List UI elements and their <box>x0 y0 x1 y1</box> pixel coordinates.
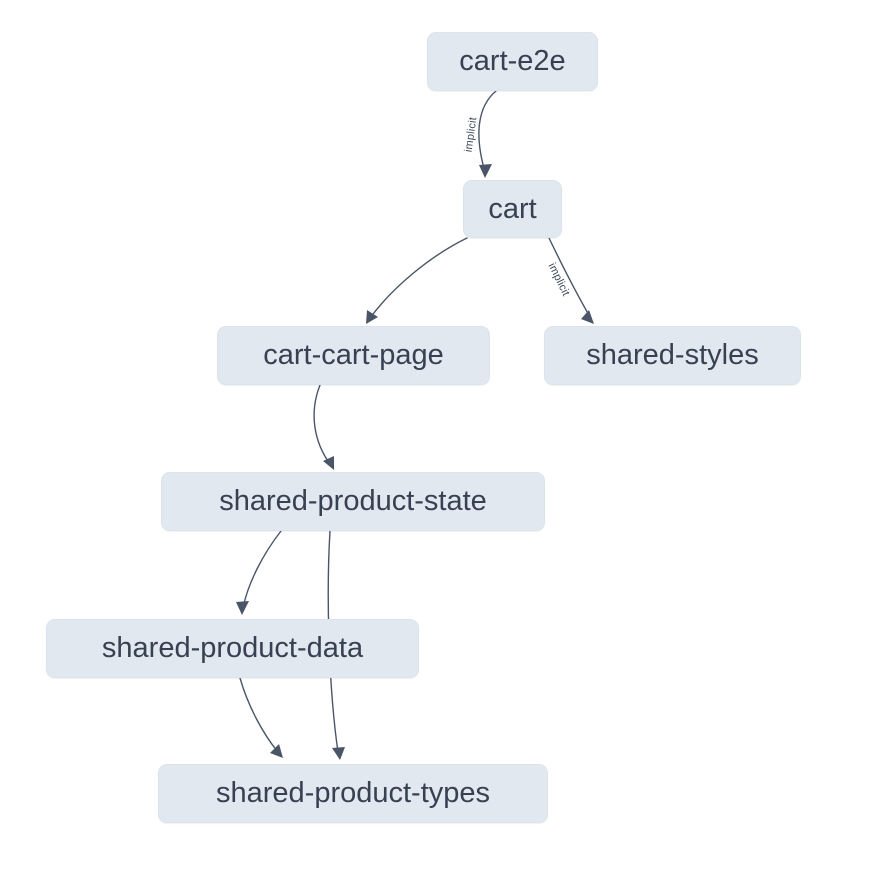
graph-edge-shared-product-data-to-shared-product-types[interactable] <box>239 677 283 758</box>
edge-arrowhead-icon <box>270 744 283 758</box>
graph-node-label: cart-cart-page <box>263 339 444 371</box>
edge-line <box>369 237 468 319</box>
graph-node-cart-e2e[interactable]: cart-e2e <box>427 32 598 91</box>
edge-label: implicit <box>546 261 572 298</box>
edge-arrowhead-icon <box>236 601 249 615</box>
edge-arrowhead-icon <box>366 310 378 324</box>
edge-arrowhead-icon <box>323 456 334 470</box>
edge-arrowhead-icon <box>332 747 345 760</box>
graph-node-shared-styles[interactable]: shared-styles <box>544 326 801 385</box>
graph-node-label: shared-product-state <box>219 485 487 517</box>
edge-line <box>548 237 591 318</box>
edge-arrowhead-icon <box>581 310 594 324</box>
graph-edge-cart-cart-page-to-shared-product-state[interactable] <box>313 384 334 470</box>
graph-node-shared-product-types[interactable]: shared-product-types <box>158 764 548 823</box>
graph-node-shared-product-data[interactable]: shared-product-data <box>46 619 419 678</box>
edge-arrowhead-icon <box>479 164 492 178</box>
edge-line <box>242 530 282 609</box>
edge-line <box>313 384 331 465</box>
graph-node-label: cart <box>488 192 537 225</box>
graph-node-shared-product-state[interactable]: shared-product-state <box>161 472 545 531</box>
graph-node-label: shared-styles <box>586 339 759 371</box>
graph-node-label: shared-product-data <box>101 632 364 664</box>
graph-edge-shared-product-state-to-shared-product-data[interactable] <box>236 530 282 615</box>
graph-node-label: shared-product-types <box>215 777 491 809</box>
graph-edge-cart-to-cart-cart-page[interactable] <box>366 237 468 324</box>
graph-node-cart[interactable]: cart <box>463 180 562 238</box>
graph-node-label: cart-e2e <box>459 45 566 77</box>
edge-label: implicit <box>463 116 480 153</box>
graph-edge-cart-to-shared-styles[interactable]: implicit <box>546 237 594 324</box>
graph-edge-cart-e2e-to-cart[interactable]: implicit <box>463 90 497 178</box>
graph-node-cart-cart-page[interactable]: cart-cart-page <box>217 326 490 385</box>
edge-line <box>239 677 279 753</box>
edge-line <box>478 90 497 173</box>
